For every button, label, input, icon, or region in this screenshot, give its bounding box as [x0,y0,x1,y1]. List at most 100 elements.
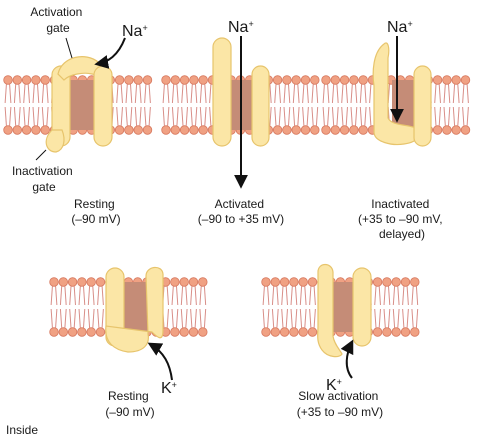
lipid-tail [457,106,460,126]
lipid-tail [262,286,265,306]
lipid-tail [411,286,414,306]
lipid-head [270,277,281,287]
lipid-tail [185,106,188,126]
lipid-tail [55,308,58,328]
lipid-tail [331,84,335,104]
lipid-tail [285,286,288,306]
lipid-head [49,277,59,287]
lipid-head [170,327,180,337]
na-activated-channel: Na+ [212,19,270,189]
na-activated-right-subunit [251,65,270,147]
lipid-tail [101,286,104,306]
lipid-tail [37,106,40,126]
lipid-tail [278,106,281,126]
lipid-head [282,75,292,85]
lipid-tail [271,308,275,328]
lipid-tail [181,84,184,104]
lipid-tail [345,106,348,126]
lipid-tail [176,106,179,126]
lipid-tail [462,106,465,126]
lipid-head [442,125,452,135]
lipid-tail [383,308,386,328]
lipid-head [298,327,308,337]
lipid-head [21,75,32,85]
lipid-head [133,125,143,135]
lipid-tail [27,84,30,104]
lipid-head [198,327,208,337]
lipid-head [372,277,383,287]
lipid-head [432,75,443,85]
lipid-head [77,277,87,287]
lipid-tail [23,106,26,126]
lipid-tail [369,106,372,126]
lipid-head [12,125,22,135]
lipid-head [451,125,461,135]
lipid-tail [302,106,305,126]
k-slow-ion-label: K+ [326,377,342,394]
lipid-head [179,125,190,135]
lipid-tail [283,106,286,126]
lipid-head [67,327,78,337]
lipid-tail [397,308,400,328]
lipid-tail [411,308,414,328]
lipid-tail [125,84,128,104]
lipid-tail [4,106,7,126]
lipid-tail [50,308,53,328]
lipid-tail [92,308,95,328]
na-resting-ion-label: Na+ [122,23,148,40]
lipid-head [372,327,383,337]
lipid-tail [295,286,298,306]
lipid-tail [378,308,381,328]
lipid-tail [27,106,30,126]
na-resting-arrow [94,37,126,69]
lipid-tail [69,308,72,328]
lipid-tail [262,308,265,328]
lipid-tail [190,84,193,104]
lipid-head [188,277,199,287]
lipid-tail [397,286,400,306]
na-resting-pore [68,80,98,130]
lipid-tail [209,84,212,104]
lipid-head [349,75,359,85]
lipid-tail [97,286,100,306]
na-activated-caption: Activated (–90 to +35 mV) [198,197,284,226]
lipid-tail [209,106,212,126]
lipid-tail [448,106,451,126]
lipid-tail [13,106,17,126]
lipid-tail [364,106,367,126]
lipid-tail [116,84,119,104]
lipid-tail [311,84,314,104]
lipid-tail [199,286,202,306]
lipid-tail [194,286,197,306]
lipid-tail [350,84,353,104]
k-slow-arrow [340,339,354,379]
lipid-tail [83,308,86,328]
lipid-tail [315,84,319,104]
lipid-tail [283,84,286,104]
lipid-head [161,125,171,135]
lipid-head [124,75,134,85]
lipid-tail [23,84,26,104]
lipid-head [261,277,271,287]
lipid-tail [55,286,58,306]
lipid-tail [276,308,279,328]
lipid-tail [130,84,133,104]
lipid-tail [204,84,207,104]
lipid-head [179,327,189,337]
lipid-head [77,327,87,337]
lipid-tail [9,84,12,104]
lipid-tail [171,286,174,306]
lipid-tail [267,308,270,328]
lipid-head [31,125,41,135]
k-slow-channel: K+ [317,263,372,394]
lipid-head [21,125,32,135]
lipid-tail [190,308,193,328]
na-inactivated-ion-label: Na+ [387,19,413,36]
lipid-head [179,75,190,85]
lipid-tail [274,106,277,126]
lipid-tail [359,84,363,104]
lipid-tail [116,106,119,126]
na-inactivated-caption: Inactivated (+35 to –90 mV, delayed) [358,197,446,241]
